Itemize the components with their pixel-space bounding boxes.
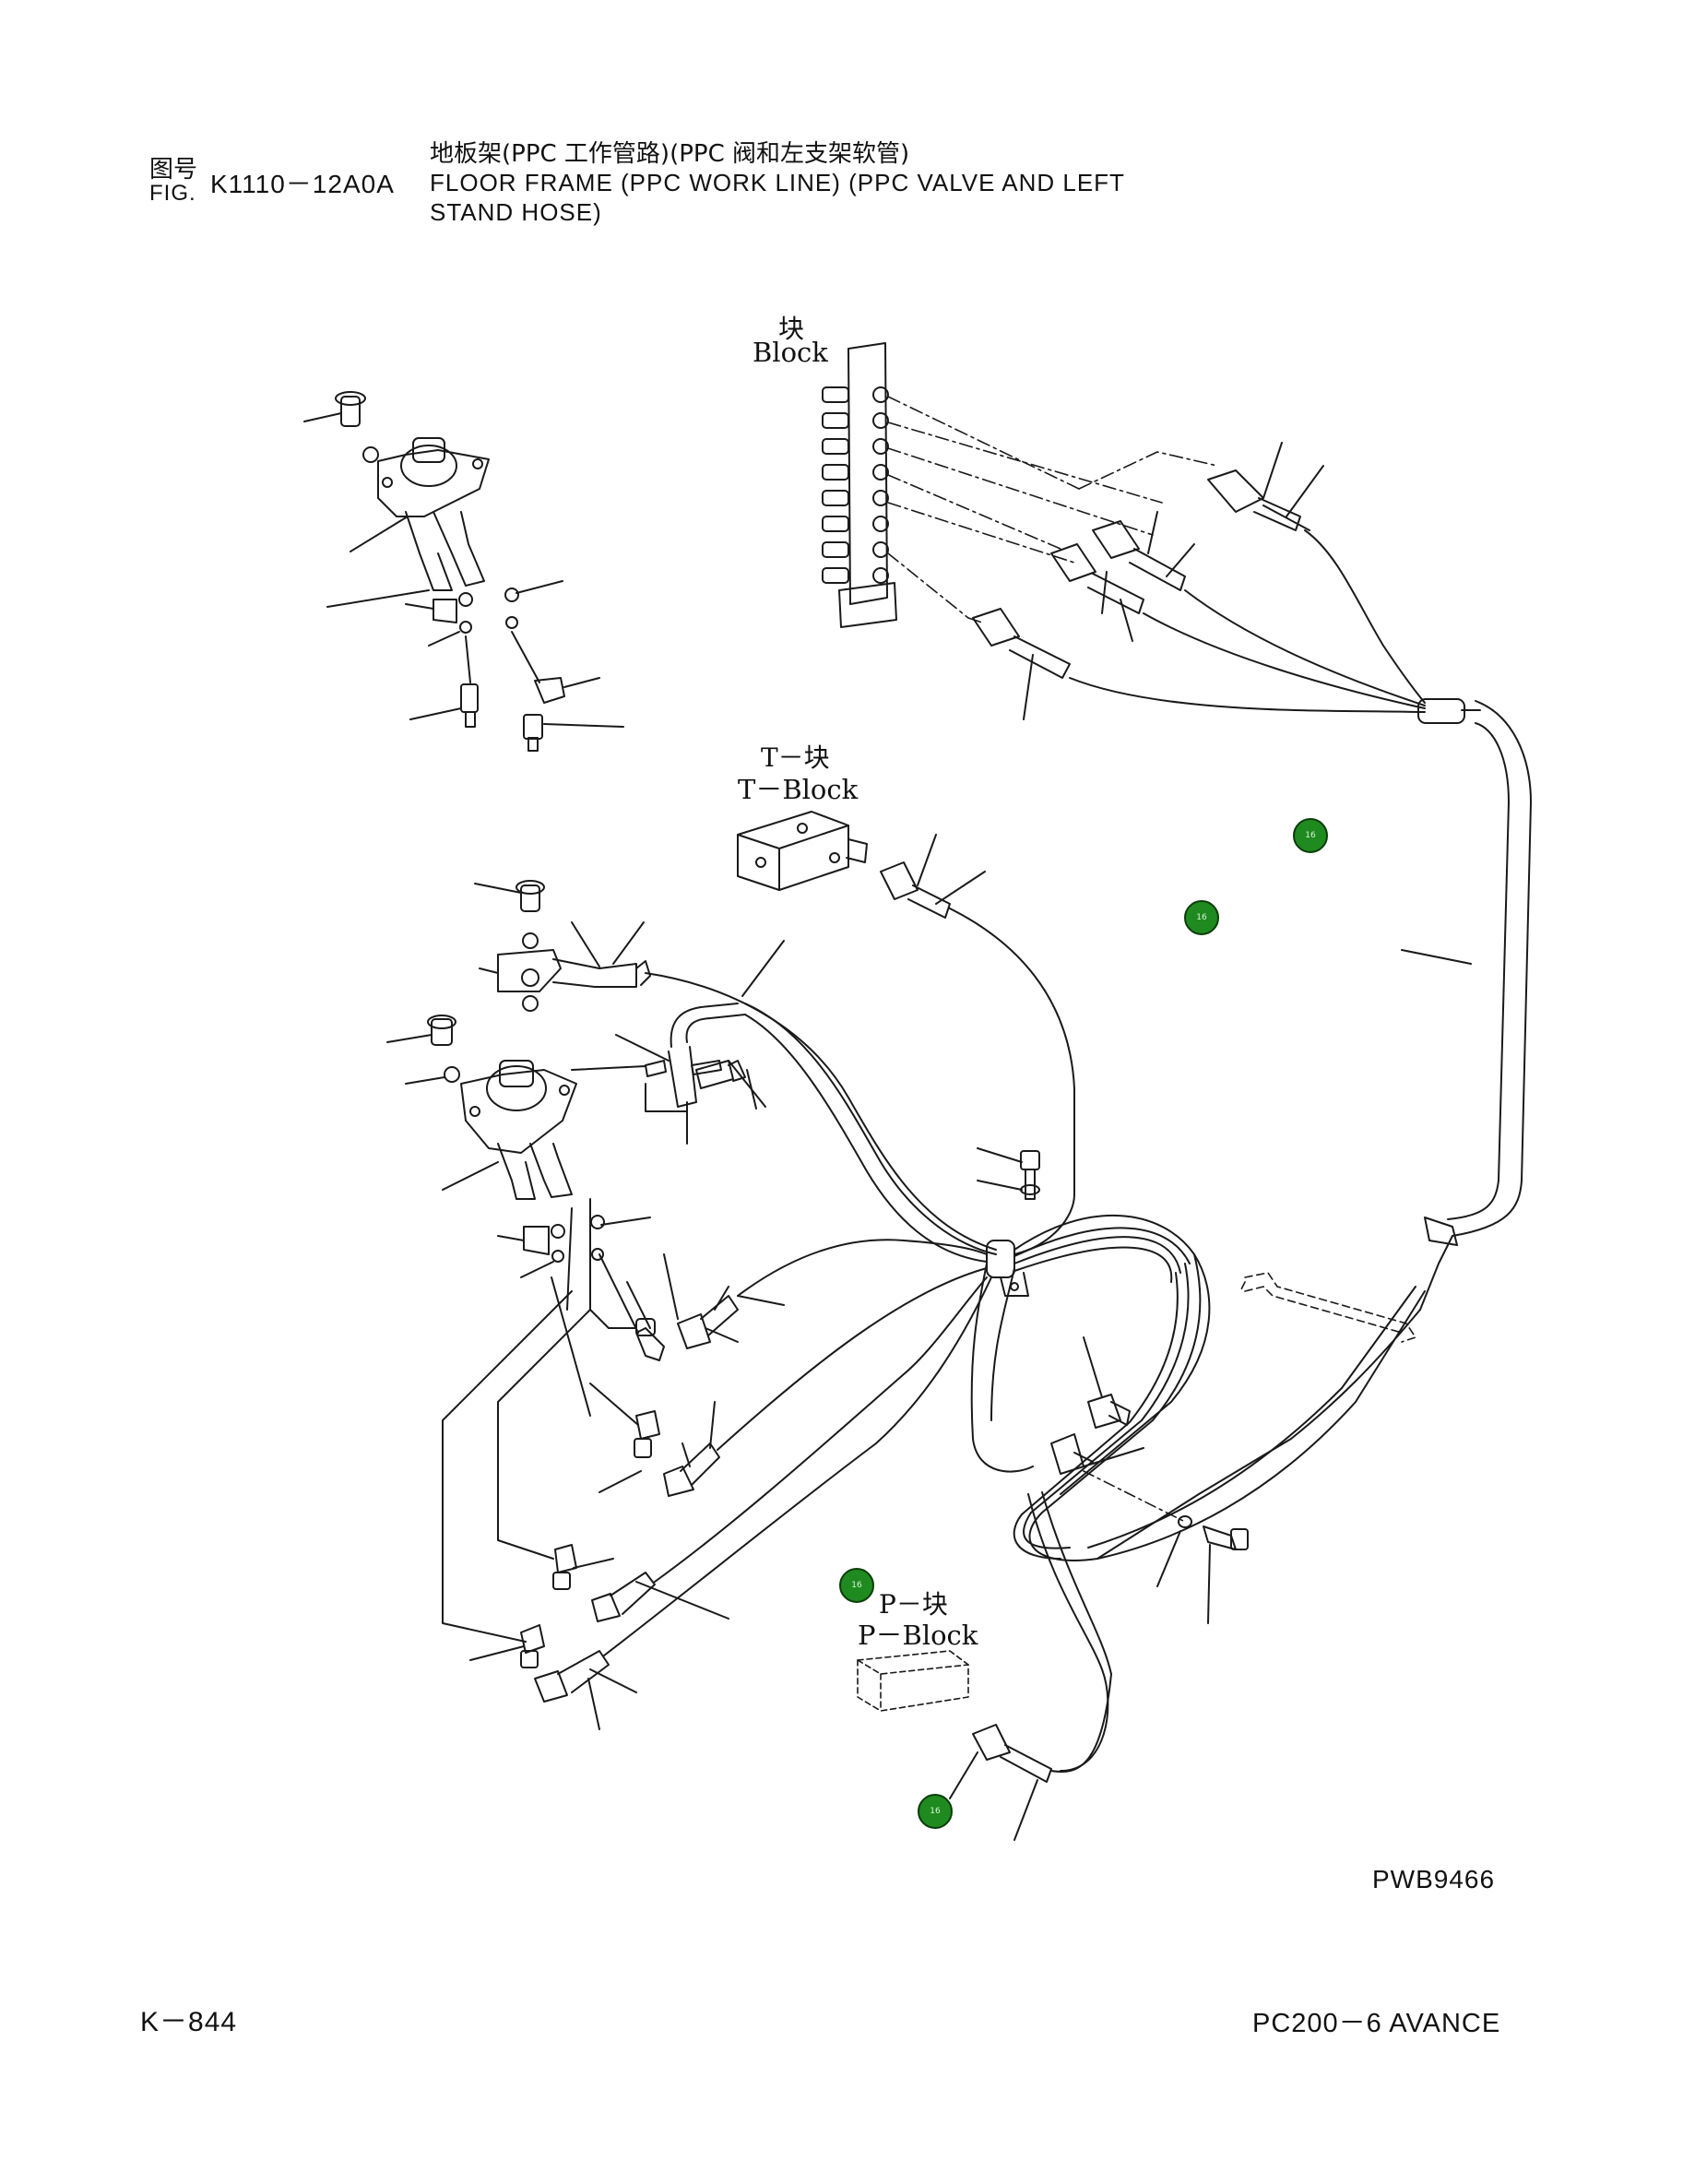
block-label-cn: 块	[777, 314, 804, 344]
callout-badge[interactable]: 16	[1293, 818, 1328, 853]
pblock-label-en: P－Block	[858, 1620, 978, 1651]
upper-hose-fittings	[972, 442, 1324, 720]
block-ports	[822, 386, 889, 584]
lower-fittings	[442, 1198, 992, 1730]
title-en-line2: STAND HOSE)	[430, 198, 602, 226]
pblock-label-cn: P－块	[879, 1589, 948, 1620]
upper-hose-bundle	[1069, 529, 1532, 1246]
title-cn: 地板架(PPC 工作管路)(PPC 阀和左支架软管)	[430, 140, 910, 168]
drawing-code: PWB9466	[1372, 1865, 1496, 1893]
t-block	[737, 811, 1075, 1195]
figure-number: K1110－12A0A	[210, 170, 395, 198]
upper-ppc-valve	[303, 391, 624, 752]
page-number: K－844	[140, 2007, 238, 2037]
callout-badge[interactable]: 16	[918, 1794, 953, 1829]
callout-badge[interactable]: 16	[839, 1568, 874, 1603]
tblock-label-en: T－Block	[738, 774, 859, 805]
p-block-fitting	[949, 1673, 1112, 1841]
figure-label-cn: 图号	[149, 156, 198, 184]
title-en-line1: FLOOR FRAME (PPC WORK LINE) (PPC VALVE A…	[430, 169, 1125, 196]
tblock-label-cn: T－块	[761, 742, 830, 773]
machine-model: PC200－6 AVANCE	[1252, 2009, 1501, 2038]
block-manifold	[822, 342, 1218, 628]
lower-hose-run	[645, 972, 1453, 1772]
callout-badge[interactable]: 16	[1184, 900, 1219, 935]
p-block	[857, 1650, 969, 1712]
frame-bracket	[1239, 1272, 1416, 1343]
figure-label-en: FIG.	[149, 181, 196, 206]
lower-ppc-valve	[386, 880, 785, 1278]
block-label-en: Block	[753, 337, 828, 368]
